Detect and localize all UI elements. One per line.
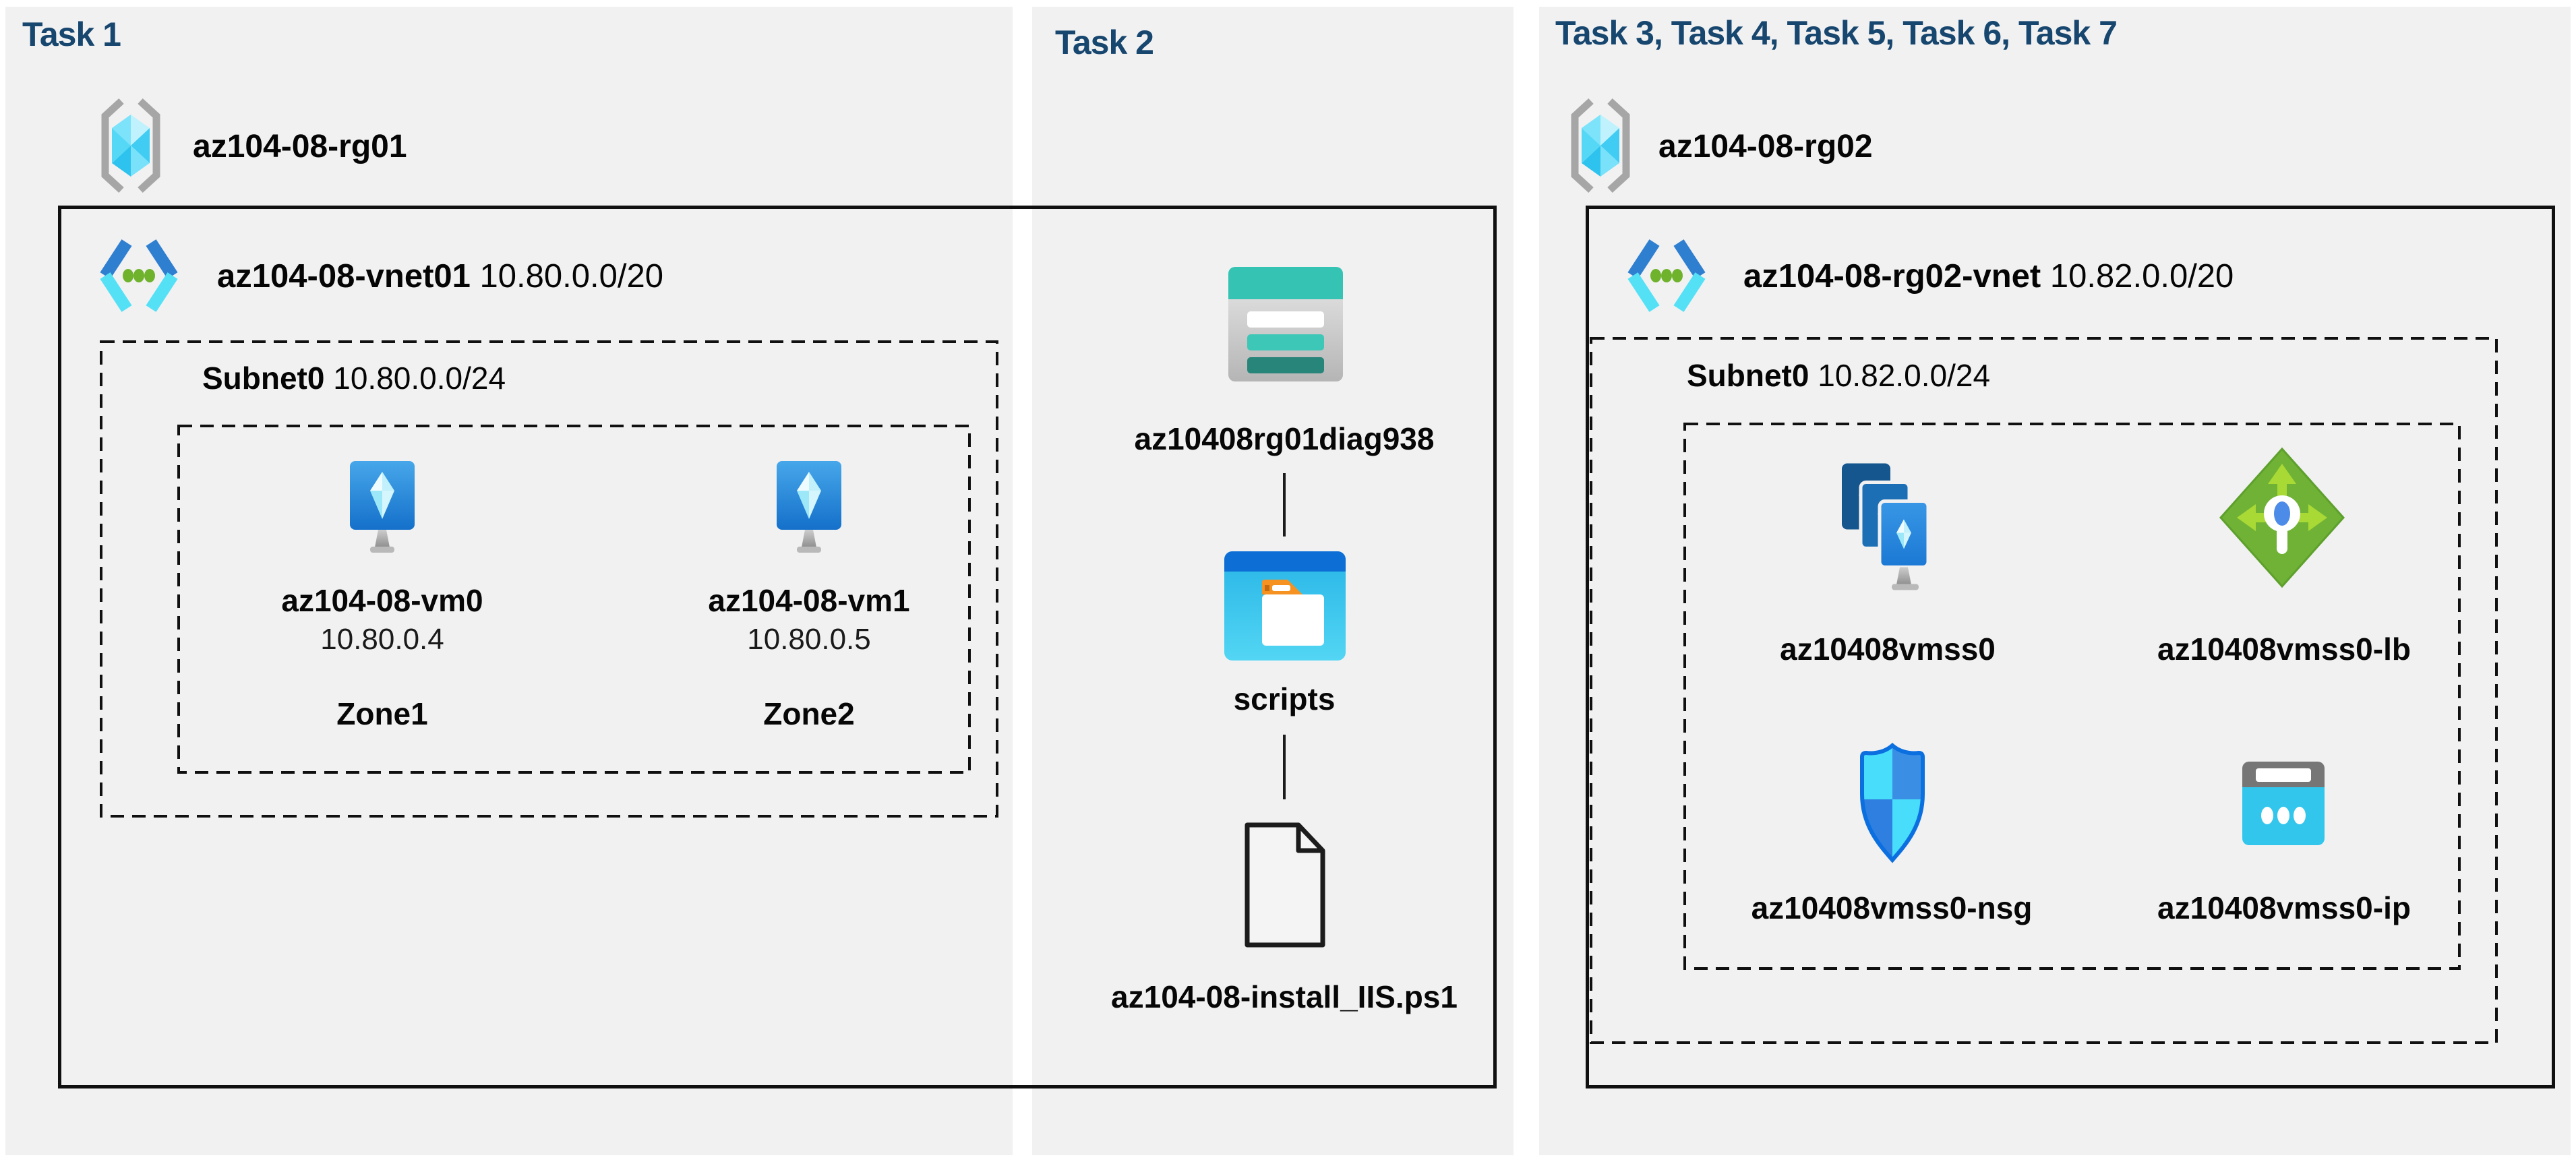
public-ip-icon <box>2242 762 2325 845</box>
task3-panel <box>1539 7 2571 1155</box>
virtual-machine-icon <box>350 461 415 553</box>
virtual-network-icon <box>100 239 178 312</box>
subnet-cidr: 10.82.0.0/24 <box>1818 358 1991 393</box>
virtual-machine-icon <box>777 461 841 553</box>
subnet0-dashed-box <box>1590 337 2498 1044</box>
subnet-name: Subnet0 <box>1687 358 1809 393</box>
task3-title: Task 3, Task 4, Task 5, Task 6, Task 7 <box>1555 14 2118 52</box>
vm-zone: Zone1 <box>336 696 428 731</box>
subnet-name-and-cidr: Subnet0 10.80.0.0/24 <box>202 360 506 396</box>
vmss-name: az10408vmss0 <box>1780 632 1996 667</box>
vmss-resources-dashed-box <box>1683 423 2461 970</box>
virtual-network-icon <box>1627 239 1706 312</box>
connector-line <box>1283 473 1286 536</box>
rg02-vnet-boundary-box <box>1586 206 2555 1088</box>
load-balancer-icon <box>2219 447 2345 588</box>
network-security-group-icon <box>1860 742 1925 863</box>
subnet0-dashed-box <box>100 340 998 818</box>
vm-name: az104-08-vm0 <box>281 583 483 618</box>
vnet-cidr: 10.82.0.0/20 <box>2049 258 2234 295</box>
vm-ip: 10.80.0.5 <box>747 623 871 656</box>
vm-zone-dashed-box <box>177 425 971 774</box>
resource-group-icon <box>1571 98 1630 193</box>
vnet01-boundary-box <box>58 206 1497 1088</box>
file-document-icon <box>1245 822 1325 948</box>
vnet-name-and-cidr: az104-08-vnet01 10.80.0.0/20 <box>217 257 663 295</box>
script-file-name: az104-08-install_IIS.ps1 <box>1111 979 1458 1014</box>
subnet-name: Subnet0 <box>202 361 325 396</box>
resource-group-name: az104-08-rg02 <box>1658 129 1873 164</box>
vnet-cidr: 10.80.0.0/20 <box>479 258 663 295</box>
task1-panel <box>5 7 1013 1155</box>
container-name: scripts <box>1233 681 1336 716</box>
storage-account-name: az10408rg01diag938 <box>1134 421 1435 456</box>
vm-name: az104-08-vm1 <box>708 583 910 618</box>
vnet-name: az104-08-vnet01 <box>217 258 471 295</box>
vm-scale-set-icon <box>1842 463 1930 590</box>
vnet-name: az104-08-rg02-vnet <box>1743 258 2041 295</box>
nsg-name: az10408vmss0-nsg <box>1751 890 2033 925</box>
blob-container-folder-icon <box>1224 551 1346 661</box>
task1-title: Task 1 <box>22 16 121 53</box>
load-balancer-name: az10408vmss0-lb <box>2157 632 2411 667</box>
vm-ip: 10.80.0.4 <box>320 623 444 656</box>
resource-group-name: az104-08-rg01 <box>193 129 407 164</box>
subnet-cidr: 10.80.0.0/24 <box>333 361 506 396</box>
vm-zone: Zone2 <box>763 696 855 731</box>
vnet-name-and-cidr: az104-08-rg02-vnet 10.82.0.0/20 <box>1743 257 2234 295</box>
task2-title: Task 2 <box>1055 24 1154 61</box>
connector-line <box>1283 735 1286 799</box>
storage-account-icon <box>1228 267 1343 381</box>
subnet-name-and-cidr: Subnet0 10.82.0.0/24 <box>1687 357 1990 394</box>
public-ip-name: az10408vmss0-ip <box>2157 890 2411 925</box>
resource-group-icon <box>101 98 160 193</box>
